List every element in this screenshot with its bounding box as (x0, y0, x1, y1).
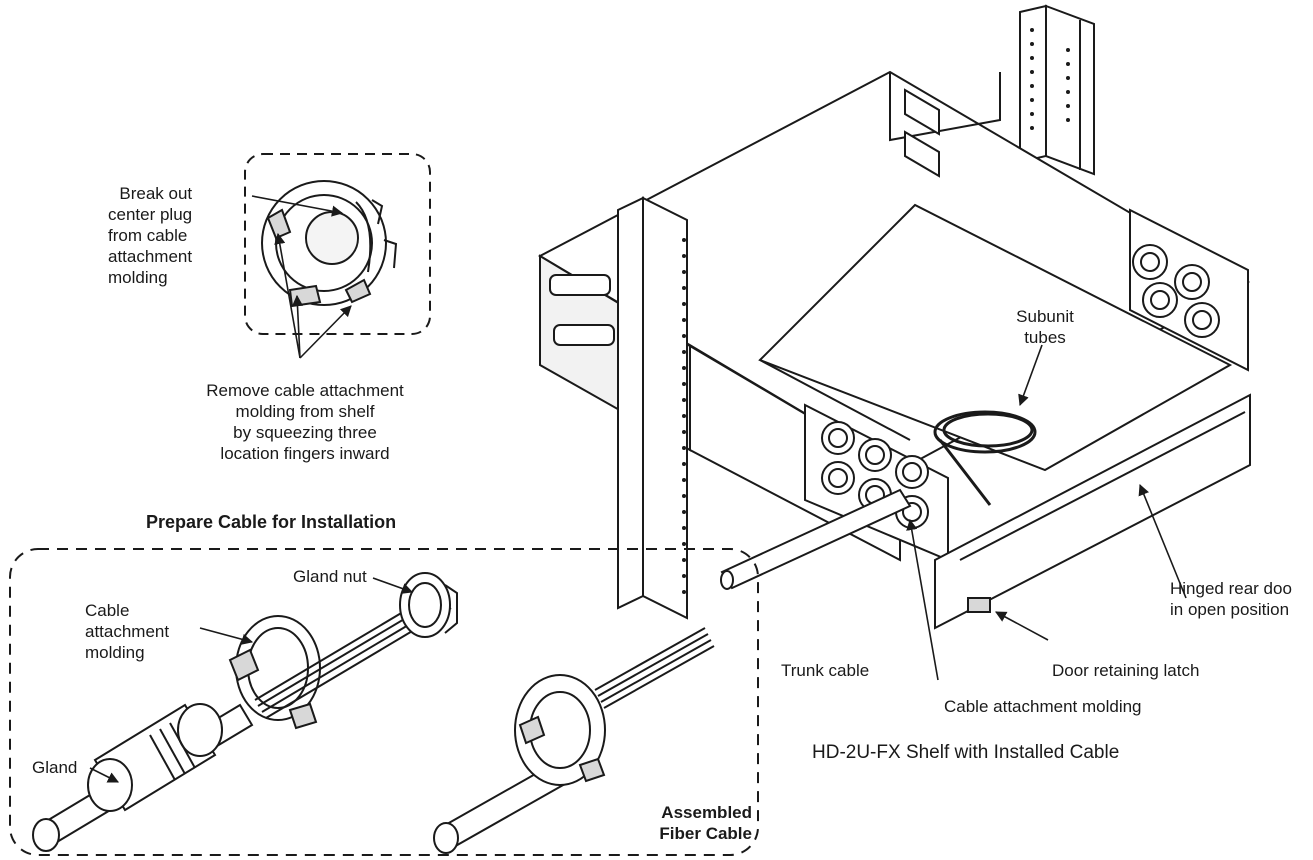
break-out-leader (251, 195, 344, 217)
subunit-line-1: Subunit (1016, 307, 1074, 326)
side-ports (1132, 244, 1220, 338)
hinged-line-2: in open position (1170, 600, 1290, 619)
location-finger-leaders (274, 232, 352, 359)
remove-line-1: Remove cable attachment (206, 381, 404, 400)
remove-line-2: molding from shelf (235, 402, 375, 421)
remove-molding-callout: Remove cable attachment molding from she… (160, 380, 450, 464)
cable-attachment-molding-detail-drawing (261, 180, 398, 308)
remove-line-4: location fingers inward (220, 444, 390, 463)
molding-detail-box (244, 153, 431, 335)
assembled-fiber-cable-drawing (433, 627, 715, 854)
trunk-cable (720, 488, 912, 590)
hinged-line-1: Hinged rear doo (1170, 579, 1292, 598)
cable-attachment-line-1: Cable (85, 601, 130, 620)
assembled-fiber-cable-caption: Assembled Fiber Cable (640, 802, 752, 844)
shelf-leaders (906, 344, 1187, 681)
cable-attachment-line-2: attachment (85, 622, 170, 641)
rack-post-right (1019, 4, 1095, 176)
assembled-line-1: Assembled (661, 803, 752, 822)
exploded-cable-assembly (32, 572, 458, 852)
door-latch-label: Door retaining latch (1052, 661, 1200, 680)
gland-nut-label: Gland nut (293, 567, 367, 586)
cable-attachment-callout: Cable attachment molding (85, 600, 169, 663)
prep-leaders (89, 577, 414, 783)
break-out-callout: Break out center plug from cable attachm… (108, 183, 192, 288)
rack-post-right-holes (1030, 28, 1070, 130)
hinged-door-callout: Hinged rear doo in open position (1170, 578, 1292, 620)
cable-prep-box (9, 548, 759, 856)
rack-post-left (617, 196, 688, 620)
break-out-line-1: Break out (119, 184, 193, 203)
remove-line-3: by squeezing three (233, 423, 377, 442)
assembled-line-2: Fiber Cable (659, 824, 752, 843)
break-out-line-3: from cable (108, 226, 188, 245)
break-out-line-5: molding (108, 268, 168, 287)
cable-attachment-molding-label: Cable attachment molding (944, 697, 1142, 716)
cable-attachment-line-3: molding (85, 643, 145, 662)
prepare-cable-title: Prepare Cable for Installation (146, 512, 397, 532)
gland-label: Gland (32, 758, 78, 777)
break-out-line-2: center plug (108, 205, 193, 224)
subunit-tubes-callout: Subunit tubes (1010, 306, 1080, 348)
rack-post-left-holes (682, 238, 686, 594)
subunit-line-2: tubes (1024, 328, 1066, 347)
break-out-line-4: attachment (108, 247, 193, 266)
hinged-rear-door (934, 393, 1251, 630)
shelf-title: HD-2U-FX Shelf with Installed Cable (812, 742, 1120, 763)
subunit-tubes (933, 410, 1037, 506)
trunk-cable-label: Trunk cable (781, 661, 870, 680)
